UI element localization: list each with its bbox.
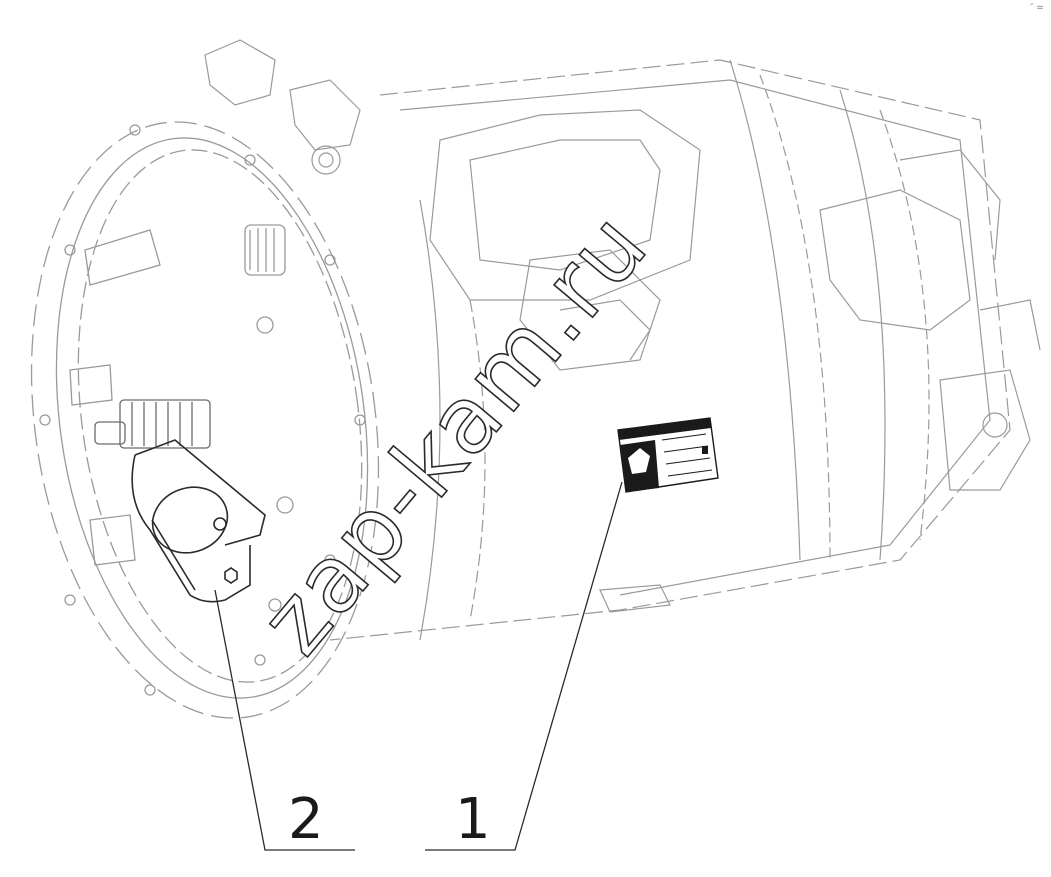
bolt-head-icon	[224, 567, 238, 584]
leader-line-1	[425, 481, 623, 851]
callout-number-2: 2	[288, 787, 324, 852]
shift-cover-cap	[131, 439, 266, 603]
watermark-text: zap-kam.ru	[240, 192, 669, 674]
nameplate-label	[617, 417, 719, 493]
cap-screw-icon	[213, 517, 227, 531]
input-shaft	[94, 399, 211, 449]
corner-mark: ″ =	[1030, 3, 1044, 13]
bell-housing	[30, 121, 380, 719]
leader-line-2	[214, 589, 355, 851]
gearbox-housing	[204, 39, 1041, 641]
leader-lines	[214, 481, 623, 851]
callout-number-1: 1	[455, 787, 491, 852]
